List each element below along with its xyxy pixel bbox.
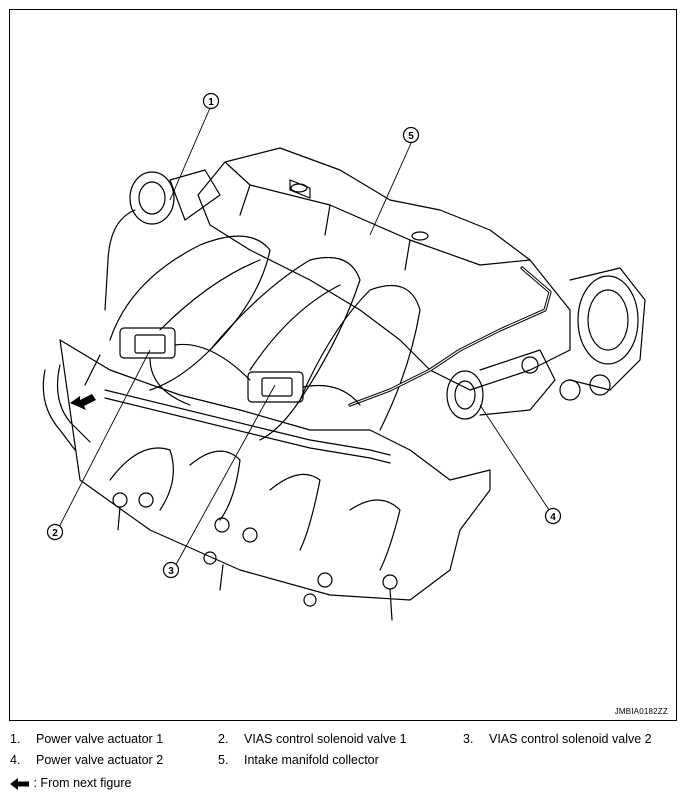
- legend-item-2: 2. VIAS control solenoid valve 1: [218, 732, 407, 746]
- legend-item-4: 4. Power valve actuator 2: [10, 753, 163, 767]
- legend-text: VIAS control solenoid valve 2: [489, 732, 652, 746]
- legend-text: VIAS control solenoid valve 1: [244, 732, 407, 746]
- arrow-note-text: : From next figure: [33, 776, 132, 790]
- legend-number: 3.: [463, 732, 474, 746]
- callout-3: 3: [162, 561, 180, 579]
- diagram-frame: 1 5 2 3 4 JMBIA0182ZZ: [9, 9, 677, 721]
- svg-text:2: 2: [52, 528, 58, 539]
- callout-4: 4: [544, 507, 562, 525]
- callout-5: 5: [402, 126, 420, 144]
- legend-number: 4.: [10, 753, 21, 767]
- callout-1: 1: [202, 92, 220, 110]
- legend-number: 5.: [218, 753, 229, 767]
- legend-number: 2.: [218, 732, 229, 746]
- legend-item-1: 1. Power valve actuator 1: [10, 732, 163, 746]
- legend-number: 1.: [10, 732, 21, 746]
- legend-item-5: 5. Intake manifold collector: [218, 753, 379, 767]
- legend-item-3: 3. VIAS control solenoid valve 2: [463, 732, 652, 746]
- intake-manifold-illustration: 1 5 2 3 4: [42, 92, 646, 621]
- arrow-left-icon: [10, 777, 29, 790]
- legend-arrow-note: : From next figure: [10, 776, 131, 790]
- svg-text:4: 4: [550, 512, 556, 523]
- legend: 1. Power valve actuator 1 2. VIAS control …: [0, 728, 684, 798]
- svg-text:3: 3: [168, 566, 174, 577]
- svg-text:5: 5: [408, 131, 414, 142]
- figure-code: JMBIA0182ZZ: [614, 707, 668, 716]
- svg-text:1: 1: [208, 97, 214, 108]
- legend-text: Power valve actuator 2: [36, 753, 164, 767]
- legend-text: Power valve actuator 1: [36, 732, 164, 746]
- from-next-figure-arrow: [70, 394, 96, 410]
- callout-2: 2: [46, 523, 64, 541]
- legend-text: Intake manifold collector: [244, 753, 379, 767]
